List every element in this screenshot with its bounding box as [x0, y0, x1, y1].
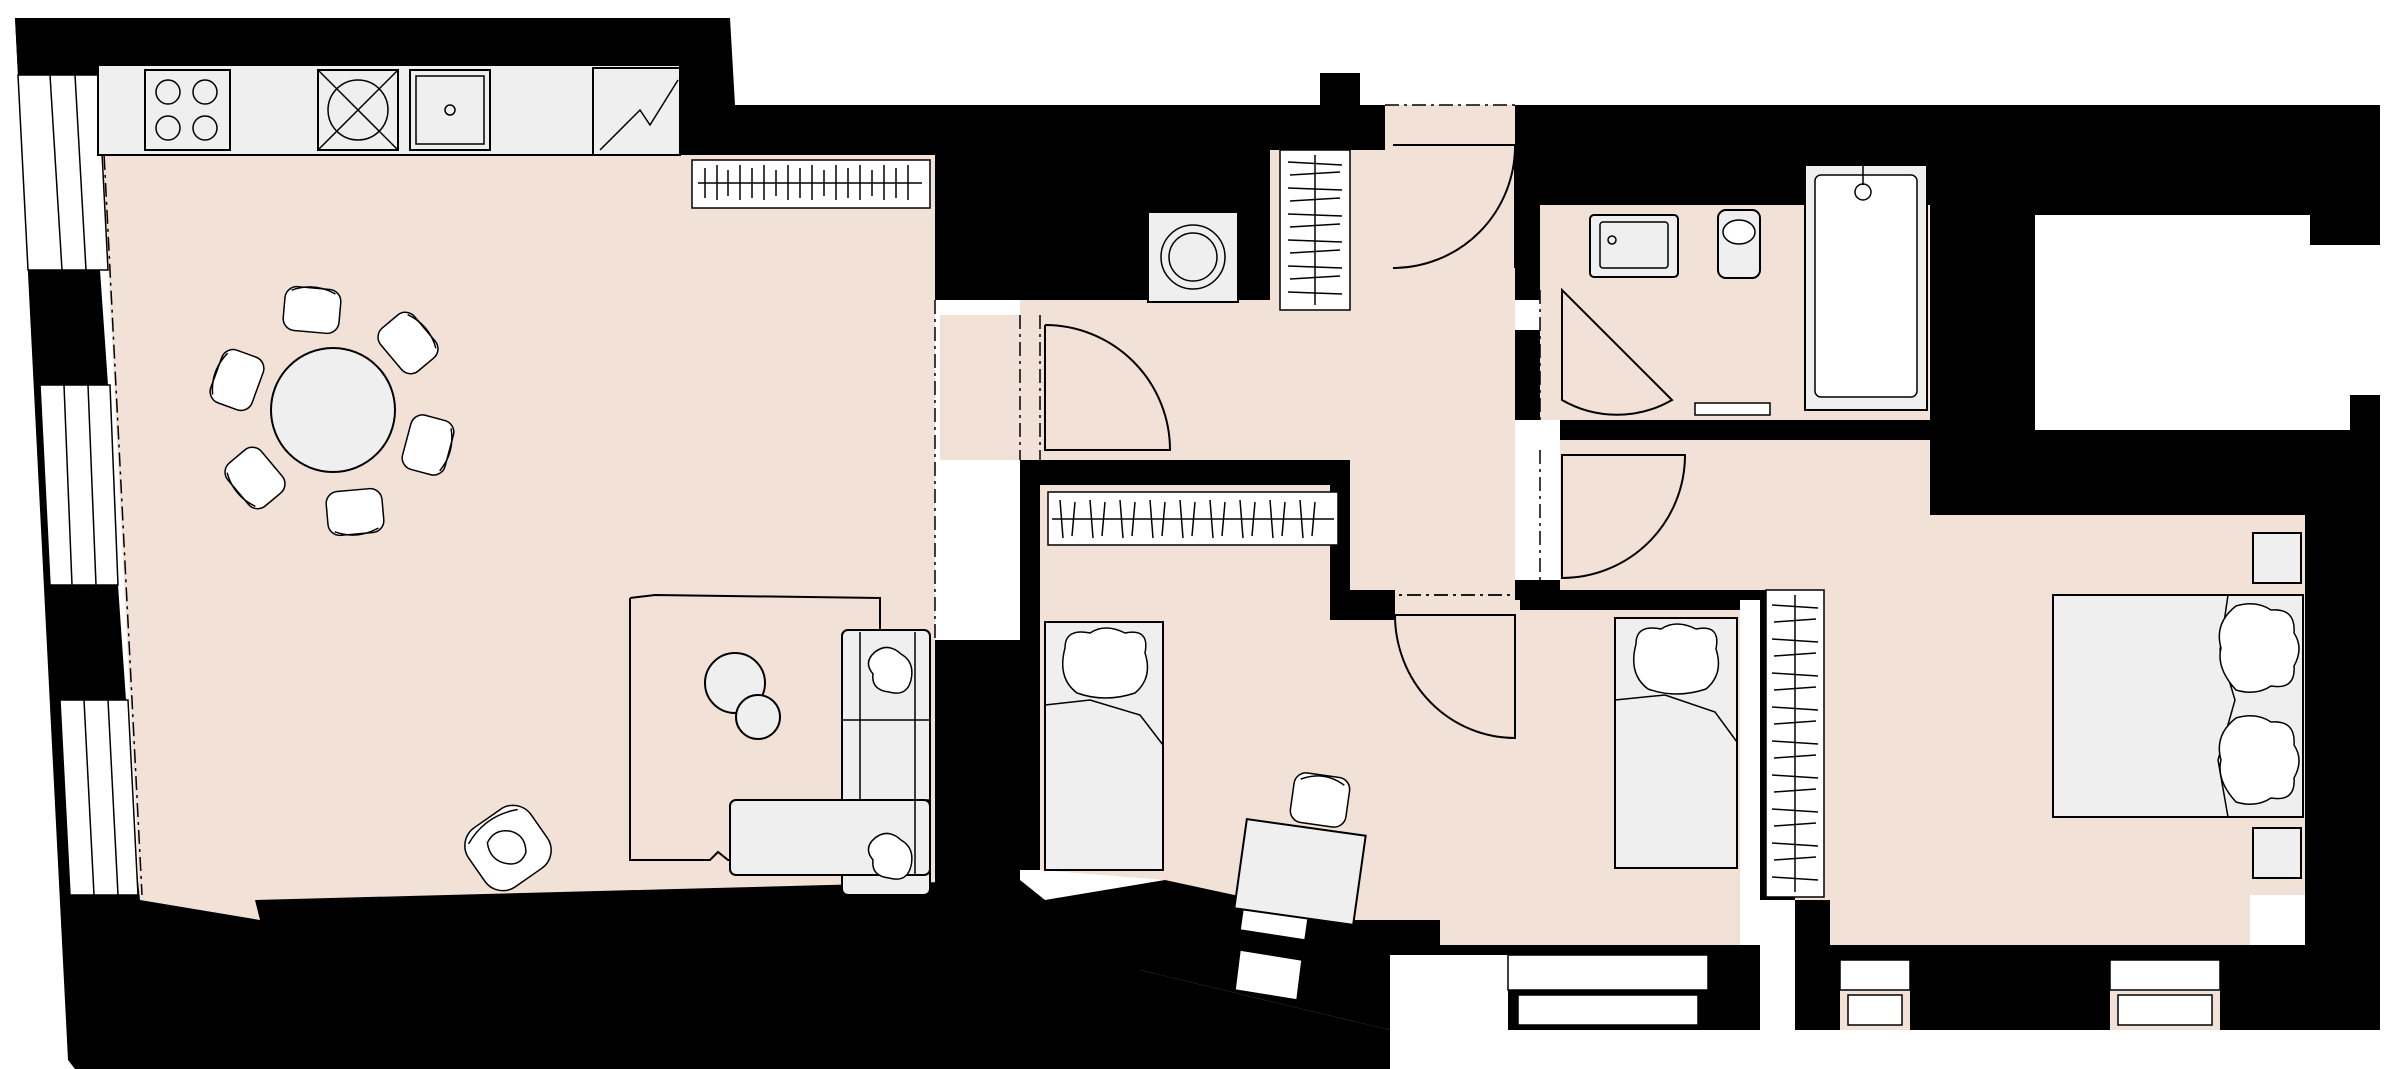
pillow-icon: [1062, 627, 1149, 699]
door-swing-icon: [1394, 614, 1516, 740]
toilet: [1717, 209, 1761, 279]
washing-machine: [1147, 211, 1239, 303]
wall-left-pier-1: [28, 270, 108, 385]
window-icon: [1517, 994, 1699, 1026]
window-icon: [1234, 949, 1303, 1001]
pillow-icon: [867, 832, 913, 880]
window-icon: [2117, 994, 2213, 1026]
chair-icon: [401, 414, 455, 476]
window-icon: [1847, 994, 1903, 1026]
bedroom1-wardrobe: [1047, 491, 1339, 546]
wall-left-pier-2: [50, 585, 126, 700]
side-tables: [704, 652, 781, 740]
chair-icon: [209, 348, 265, 412]
armchair: [464, 804, 552, 892]
kitchen-counter: [97, 64, 681, 156]
walls: [15, 18, 2380, 1069]
door-swing-icon: [1044, 324, 1172, 451]
wall-living-top: [15, 18, 1385, 300]
chair-icon: [325, 487, 385, 537]
bath-radiator: [1694, 402, 1771, 416]
windows-bottom: [1234, 894, 2221, 1026]
desk-chair: [1289, 772, 1351, 828]
wall-bath-hall: [1515, 330, 1540, 420]
cooktop: [144, 69, 231, 151]
window-icon: [1839, 959, 1911, 991]
wall-bedroom1-bottom: [1045, 880, 1740, 1030]
window-icon: [17, 74, 109, 271]
window-icon: [1507, 954, 1709, 991]
chair-icon: [224, 446, 286, 510]
wall-living-right: [935, 640, 1020, 900]
wall-left-outer: [15, 18, 1390, 1069]
pillow-icon: [867, 646, 913, 694]
hall-wardrobe: [1279, 149, 1351, 311]
single-bed: [1044, 621, 1164, 871]
chair-icon: [377, 311, 439, 375]
bathtub: [1804, 164, 1928, 411]
nightstands: [2252, 532, 2302, 879]
pillow-icon: [2218, 715, 2300, 805]
wall-bath-top: [1515, 105, 2380, 1030]
bedroom2-wardrobe: [1765, 589, 1825, 898]
radiator: [691, 159, 931, 209]
windows-left: [17, 74, 143, 896]
pillow-icon: [2218, 603, 2300, 693]
single-bed: [1614, 617, 1738, 869]
dining-chairs: [209, 285, 455, 537]
pillow-icon: [1633, 623, 1720, 695]
door-swing-icon: [1561, 287, 1674, 416]
washbasin: [1589, 214, 1679, 278]
window-icon: [39, 384, 119, 586]
double-bed: [2052, 594, 2304, 818]
door-swing-icon: [1561, 454, 1687, 580]
fridge: [592, 67, 681, 156]
window-icon: [59, 699, 139, 896]
corner-sofa: [729, 629, 931, 896]
desk: [1233, 817, 1367, 927]
hallway-floor: [940, 105, 1515, 620]
window-icon: [2109, 959, 2221, 991]
wall-master-bottom: [1795, 900, 2250, 1030]
dining-table: [270, 347, 396, 473]
chair-icon: [282, 285, 342, 335]
sink: [409, 69, 491, 151]
master-bedroom-floor: [1560, 440, 2305, 945]
wall-hall-bedroom: [1020, 460, 1380, 870]
door-swing-icon: [1392, 144, 1517, 269]
living-kitchen-floor: [98, 65, 1020, 920]
rug: [629, 593, 881, 861]
doors: [1044, 104, 1687, 740]
